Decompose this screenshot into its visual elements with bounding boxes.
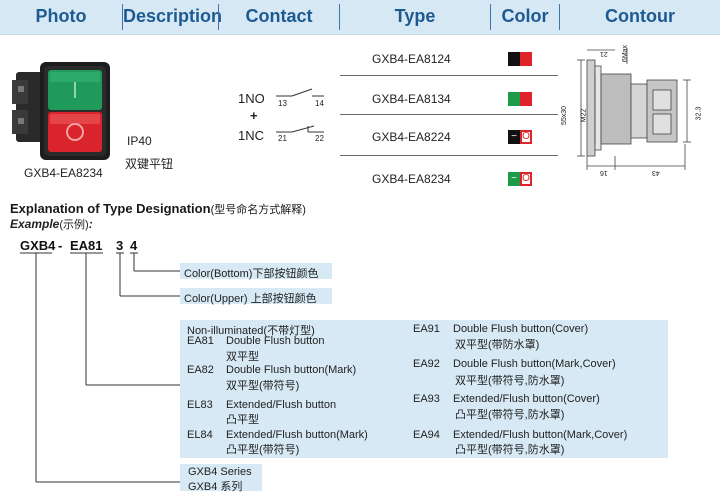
designation-title-en: Explanation of Type Designation — [10, 201, 211, 216]
product-name-cn: 双键平钮 — [125, 157, 174, 171]
header-description: Description — [123, 6, 223, 26]
option-en: Extended/Flush button — [226, 399, 337, 411]
header-photo: Photo — [35, 6, 87, 26]
contact-no-terminal-2: 14 — [315, 99, 324, 108]
header-type: Type — [394, 6, 436, 26]
non-illuminated-label: Non-illuminated(不带灯型) — [187, 325, 315, 337]
series-label-en: GXB4 Series — [188, 466, 252, 478]
type-code: GXB4-EA8134 — [372, 92, 451, 106]
button-type-box: Non-illuminated(不带灯型) EA81 Double Flush … — [180, 320, 668, 458]
contact-no-label: 1NO — [238, 91, 265, 106]
option-code: EA94 — [413, 429, 440, 441]
table-header: Photo Description Contact Type Color Con… — [0, 0, 720, 34]
header-divider — [339, 4, 340, 30]
color-swatch: −O — [508, 130, 532, 144]
option-en: Extended/Flush button(Mark,Cover) — [453, 429, 628, 441]
bottom-color-label: Color(Bottom)下部按钮颜色 — [184, 268, 319, 280]
designation-title-cn: (型号命名方式解释) — [210, 204, 306, 216]
contact-nc-terminal-2: 22 — [315, 134, 324, 143]
option-code: EA81 — [187, 335, 214, 347]
contact-plus: + — [250, 108, 258, 123]
bottom-color-box: Color(Bottom)下部按钮颜色 — [180, 263, 332, 280]
option-en: Double Flush button(Cover) — [453, 323, 589, 335]
option-en: Extended/Flush button(Mark) — [226, 429, 368, 441]
color-swatch — [508, 52, 532, 66]
option-cn: 凸平型(带符号) — [226, 444, 300, 456]
color-swatch: −O — [508, 172, 532, 186]
example-label: Example — [10, 217, 60, 231]
designation-example: Example(示例): — [10, 216, 93, 232]
color-swatch — [508, 92, 532, 106]
header-divider — [218, 4, 219, 30]
option-cn: 双平型(带防水罩) — [455, 339, 540, 351]
option-code: EA82 — [187, 364, 214, 376]
option-code: EL84 — [187, 429, 213, 441]
upper-color-box: Color(Upper) 上部按钮颜色 — [180, 288, 332, 305]
option-code: EA91 — [413, 323, 440, 335]
header-divider — [490, 4, 491, 30]
series-box: GXB4 Series GXB4 系列 — [180, 464, 262, 493]
option-cn: 双平型 — [226, 351, 259, 363]
row-divider — [340, 114, 558, 115]
header-divider — [122, 4, 123, 30]
option-code: EA92 — [413, 358, 440, 370]
code-series: GXB4 — [20, 238, 56, 253]
product-model: GXB4-EA8234 — [24, 166, 103, 180]
contour-drawing — [577, 48, 691, 170]
option-cn: 凸平型 — [226, 414, 259, 426]
type-code: GXB4-EA8224 — [372, 130, 451, 144]
option-en: Double Flush button(Mark,Cover) — [453, 358, 616, 370]
option-en: Extended/Flush button(Cover) — [453, 393, 600, 405]
code-dash: - — [58, 238, 63, 253]
type-code: GXB4-EA8234 — [372, 172, 451, 186]
option-code: EA93 — [413, 393, 440, 405]
option-en: Double Flush button — [226, 335, 325, 347]
contact-nc-terminal-1: 21 — [278, 134, 287, 143]
contact-switch-symbols — [276, 88, 324, 133]
header-contour: Contour — [605, 6, 675, 26]
option-en: Double Flush button(Mark) — [226, 364, 357, 376]
option-cn: 凸平型(带符号,防水罩) — [455, 444, 565, 456]
code-upper-color: 3 — [116, 238, 124, 253]
header-underline — [0, 34, 720, 35]
example-colon: : — [88, 217, 93, 231]
option-cn: 双平型(带符号,防水罩) — [455, 375, 565, 387]
product-photo — [12, 62, 110, 160]
type-code: GXB4-EA8124 — [372, 52, 451, 66]
row-divider — [340, 75, 558, 76]
header-divider — [559, 4, 560, 30]
option-code: EL83 — [187, 399, 213, 411]
option-cn: 双平型(带符号) — [226, 380, 300, 392]
header-contact: Contact — [245, 6, 313, 26]
option-cn: 凸平型(带符号,防水罩) — [455, 409, 565, 421]
example-label-cn: (示例) — [59, 219, 89, 231]
upper-color-label: Color(Upper) 上部按钮颜色 — [184, 293, 317, 305]
contact-no-terminal-1: 13 — [278, 99, 287, 108]
series-label-cn: GXB4 系列 — [188, 481, 243, 493]
contact-nc-label: 1NC — [238, 128, 265, 143]
row-divider — [340, 155, 558, 156]
code-bottom-color: 4 — [130, 238, 138, 253]
code-ea: EA81 — [70, 238, 103, 253]
header-color: Color — [501, 6, 549, 26]
designation-title: Explanation of Type Designation(型号命名方式解释… — [10, 201, 306, 217]
product-ip-rating: IP40 — [127, 134, 152, 148]
